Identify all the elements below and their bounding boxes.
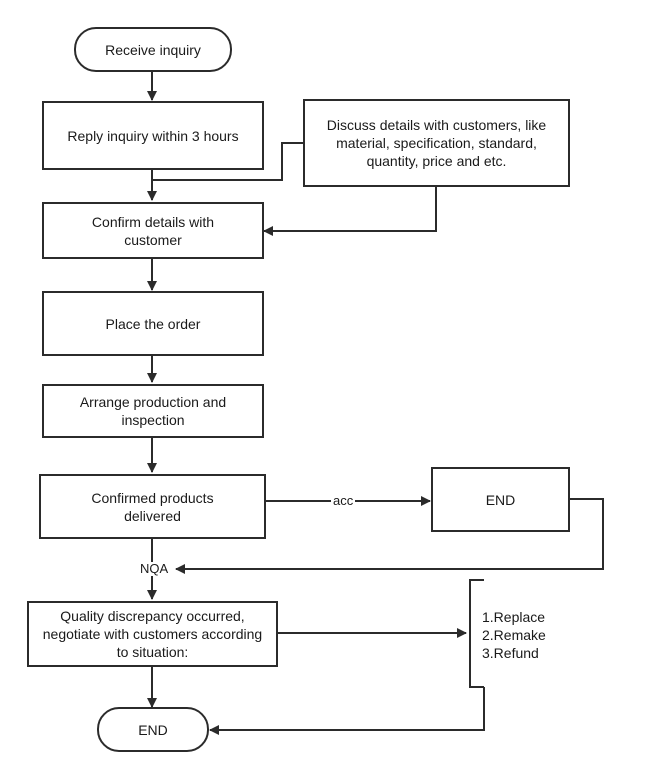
node-end-final: END [97,707,209,752]
connector-discuss-to-reply [152,142,304,181]
node-quality-discrepancy: Quality discrepancy occurred, negotiate … [27,601,278,667]
node-place-order-label: Place the order [105,315,201,332]
node-quality-discrepancy-label: Quality discrepancy occurred, negotiate … [42,608,263,660]
option-remake: 2.Remake [482,627,546,643]
node-arrange-production: Arrange production and inspection [42,384,264,438]
edge-label-acc: acc [331,493,356,508]
edge-label-nqa: NQA [138,561,171,576]
node-discuss-details: Discuss details with customers, like mat… [303,99,570,187]
arrow-end-acc-to-nqa [175,498,604,574]
option-replace: 1.Replace [482,609,546,625]
node-place-order: Place the order [42,291,264,356]
option-refund: 3.Refund [482,645,539,661]
node-end-acc: END [431,467,570,532]
node-discuss-details-label: Discuss details with customers, like mat… [326,117,547,169]
options-bracket [469,579,484,688]
node-end-acc-label: END [485,491,516,508]
node-receive-inquiry: Receive inquiry [74,27,232,72]
resolution-options: 1.Replace 2.Remake 3.Refund [482,608,546,662]
node-arrange-production-label: Arrange production and inspection [79,394,227,428]
arrow-discuss-to-confirm [263,187,437,236]
node-reply-inquiry: Reply inquiry within 3 hours [42,101,264,170]
arrow-options-to-end [209,687,485,735]
node-reply-inquiry-label: Reply inquiry within 3 hours [67,127,239,144]
node-receive-inquiry-label: Receive inquiry [105,41,201,58]
node-products-delivered-label: Confirmed products delivered [91,489,214,524]
node-confirm-details: Confirm details with customer [42,202,264,259]
node-products-delivered: Confirmed products delivered [39,474,266,539]
node-end-final-label: END [138,721,168,738]
node-confirm-details-label: Confirm details with customer [91,213,215,248]
